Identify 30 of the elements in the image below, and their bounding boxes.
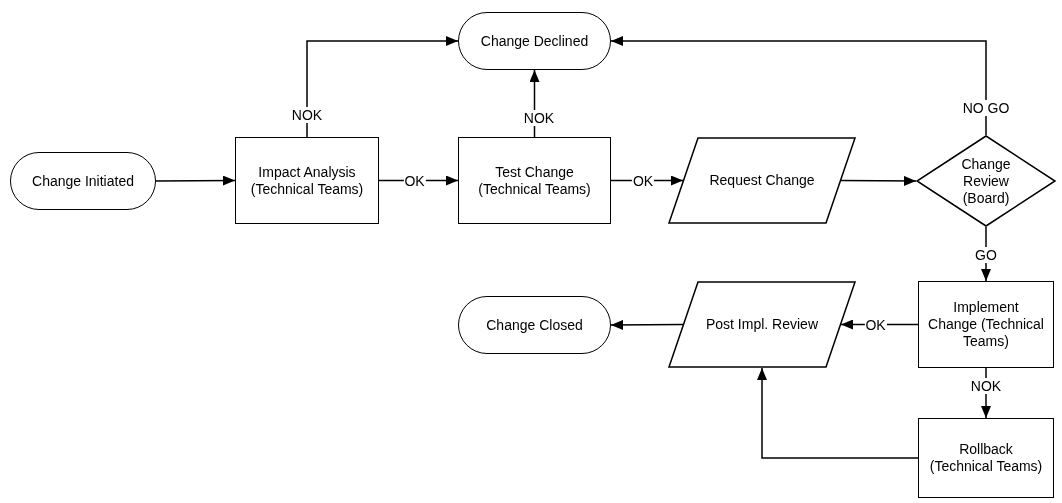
process-box	[458, 137, 611, 224]
edge-label: NO GO	[961, 100, 1011, 116]
edge-label: NOK	[969, 378, 1003, 394]
arrow	[757, 367, 919, 459]
arrow	[840, 175, 917, 186]
arrow	[610, 36, 987, 136]
arrow	[840, 319, 919, 330]
node-label: Test Change (Technical Teams)	[477, 163, 592, 198]
arrow	[155, 175, 236, 186]
node-label: Post Impl. Review	[705, 316, 818, 333]
node-label: Rollback (Technical Teams)	[928, 441, 1044, 475]
node-label: Change Declined	[480, 32, 589, 50]
data-parallelogram	[668, 281, 856, 368]
arrow	[981, 226, 991, 282]
edge-label: NOK	[522, 110, 556, 126]
process-box	[235, 137, 379, 224]
decision-diamond	[916, 135, 1056, 227]
node-label: Change Closed	[486, 316, 583, 334]
arrow	[306, 36, 459, 138]
node-label: Change Review (Board)	[960, 155, 1012, 207]
node-label: Implement Change (Technical Teams)	[927, 299, 1045, 350]
node-label: Impact Analysis (Technical Teams)	[249, 163, 365, 198]
edge-label: GO	[974, 247, 998, 263]
process-box	[918, 418, 1054, 498]
node-label: Request Change	[709, 172, 815, 189]
edge-label: NOK	[290, 107, 324, 123]
process-box	[918, 281, 1054, 368]
arrow	[610, 319, 684, 330]
data-parallelogram	[668, 137, 856, 224]
node-label: Change Initiated	[32, 172, 134, 190]
